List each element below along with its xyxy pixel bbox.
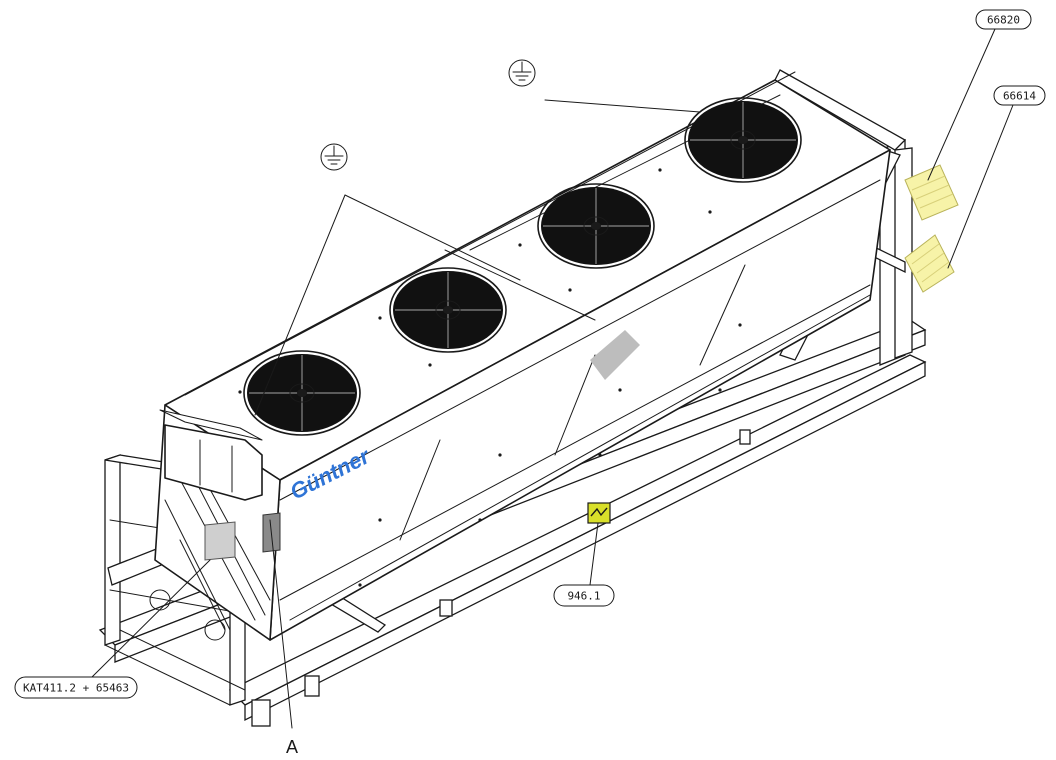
fan-1	[243, 350, 361, 436]
ground-leaders	[254, 99, 701, 416]
ground-symbol-icon	[508, 59, 536, 87]
callout-946-1: 946.1	[553, 522, 615, 607]
callout-kat411-2: KAT411.2 + 65463	[14, 559, 211, 699]
detail-marker-a: A	[269, 519, 298, 757]
fan-4	[684, 97, 802, 183]
fan-3	[537, 183, 655, 269]
warning-sticker	[587, 502, 611, 524]
nameplate-grey	[590, 330, 640, 380]
fan-2	[389, 267, 507, 353]
svg-text:946.1: 946.1	[567, 590, 600, 603]
callout-66614: 66614	[947, 85, 1046, 269]
svg-text:66820: 66820	[987, 14, 1020, 27]
svg-text:A: A	[286, 737, 298, 757]
svg-text:KAT411.2 + 65463: KAT411.2 + 65463	[23, 682, 129, 695]
label-sticker-66820	[904, 164, 959, 221]
coil-fins	[149, 469, 271, 641]
sticker-grey	[204, 521, 236, 561]
label-sticker-66614	[904, 234, 955, 293]
ground-symbol-icon	[320, 143, 348, 171]
callout-66820: 66820	[927, 9, 1032, 181]
svg-text:66614: 66614	[1003, 90, 1036, 103]
terminal-box	[159, 409, 263, 501]
